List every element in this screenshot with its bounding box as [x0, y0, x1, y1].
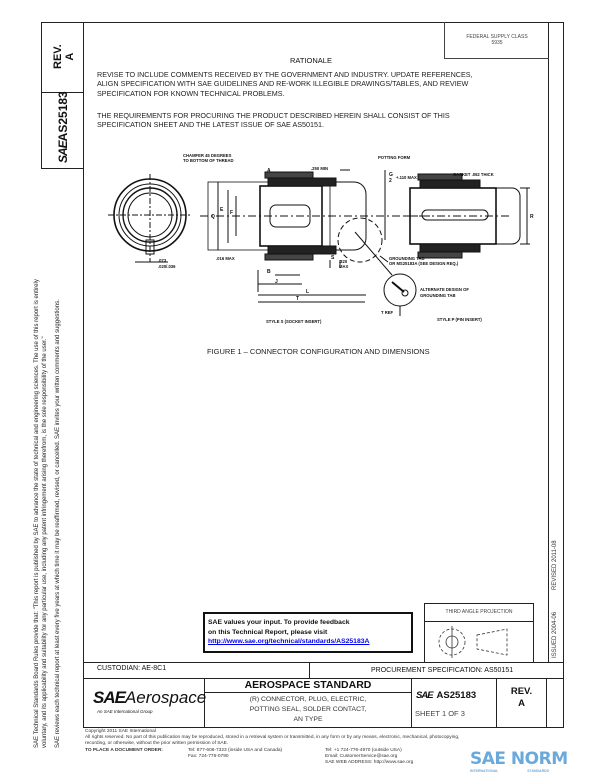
feedback-line-2: on this Technical Report, please visit — [208, 628, 328, 636]
sae-norm-watermark: SAE NORM INTERNATIONAL STANDARDS — [470, 750, 568, 773]
projection-label: THIRD ANGLE PROJECTION — [425, 604, 533, 622]
label-potting-form: POTTING FORM — [378, 155, 411, 160]
sae-aerospace-logo: SAEAerospace — [93, 688, 206, 708]
rights-line-1: All rights reserved. No part of this pub… — [85, 735, 460, 741]
feedback-line-1: SAE values your input. To provide feedba… — [208, 619, 350, 626]
email: Email: CustomerService@sae.org — [325, 753, 398, 759]
issued-date: ISSUED 2004-06 — [552, 611, 558, 658]
figure-caption: FIGURE 1 – CONNECTOR CONFIGURATION AND D… — [207, 347, 430, 356]
style-s-drawing — [200, 169, 430, 316]
custodian-row: CUSTODIAN: AE-8C1 PROCUREMENT SPECIFICAT… — [83, 662, 564, 679]
label-f: F — [230, 210, 233, 216]
text-line: REVISE TO INCLUDE COMMENTS RECEIVED BY T… — [97, 70, 473, 79]
rev-label: REV. — [510, 686, 533, 697]
text-line: THE REQUIREMENTS FOR PROCURING THE PRODU… — [97, 111, 450, 120]
rationale-para2: THE REQUIREMENTS FOR PROCURING THE PRODU… — [97, 111, 450, 130]
watermark-sub1: INTERNATIONAL — [470, 769, 499, 773]
notice-line-2: voluntary, and its applicability and sui… — [42, 336, 48, 748]
label-320-max: MAX — [339, 264, 349, 269]
label-style-p: STYLE P (PIN INSERT) — [437, 317, 482, 322]
fax: Fax: 724-776-0790 — [188, 753, 229, 759]
custodian-divider — [309, 663, 311, 679]
rev-cell: REV. A — [497, 678, 547, 728]
watermark-sub2: STANDARDS — [527, 769, 549, 773]
doc-number: AS25183 — [436, 690, 477, 701]
left-margin-notice: SAE Technical Standards Board Rules prov… — [33, 279, 62, 748]
fsc-box: FEDERAL SUPPLY CLASS 5935 — [444, 22, 549, 59]
label-s: S — [331, 255, 335, 261]
aerospace-standard-heading: AEROSPACE STANDARD — [205, 678, 411, 693]
feedback-link[interactable]: http://www.sae.org/technical/standards/A… — [208, 638, 370, 645]
label-j: J — [275, 279, 278, 285]
label-alt-2: GROUNDING TAB — [420, 293, 456, 298]
main-frame — [83, 22, 564, 728]
label-gasket: GASKET .062 THICK — [453, 172, 494, 177]
style-p-drawing — [405, 173, 530, 259]
title-line: POTTING SEAL, SOLDER CONTACT, — [249, 705, 367, 713]
label-alt-1: ALTERNATE DESIGN OF — [420, 287, 469, 292]
feedback-box: SAE values your input. To provide feedba… — [203, 612, 413, 653]
rationale-para1: REVISE TO INCLUDE COMMENTS RECEIVED BY T… — [97, 70, 473, 98]
notice-line-3: SAE reviews each technical report at lea… — [55, 299, 61, 748]
label-chamfer-2: TO BOTTOM OF THREAD — [183, 158, 234, 163]
label-b: B — [267, 269, 271, 275]
label-q: Q — [211, 214, 215, 220]
label-chamfer-1: CHAMFER 45 DEGREES — [183, 153, 232, 158]
label-g-max: +.110 MAX — [396, 175, 417, 180]
label-style-s: STYLE S (SOCKET INSERT) — [266, 319, 322, 324]
label-250-min: .250 MIN — [311, 166, 328, 171]
label-073: .073 — [158, 258, 167, 263]
label-t-ref: T REF — [381, 310, 394, 315]
title-line: (R) CONNECTOR, PLUG, ELECTRIC, — [249, 696, 367, 703]
logo-aerospace: Aerospace — [124, 688, 207, 707]
text-line: ALIGN SPECIFICATION WITH SAE GUIDELINES … — [97, 79, 469, 89]
web-address[interactable]: SAE WEB ADDRESS: http://www.sae.org — [325, 759, 414, 765]
label-t: T — [296, 296, 299, 302]
fsc-line2: 5935 — [491, 40, 503, 46]
label-grounding-1: GROUNDING TAB — [389, 256, 425, 261]
footer: Copyright 2011 SAE International All rig… — [85, 729, 555, 768]
label-016-max: .016 MAX — [216, 256, 235, 261]
label-grounding-2: OR MS25183A (SEE DESIGN REQ.) — [389, 261, 459, 266]
label-320: .320 — [339, 259, 348, 264]
watermark-text: SAE NORM — [470, 749, 568, 769]
title-block: SAEAerospace An SAE International Group … — [83, 678, 564, 728]
label-g-num: G — [389, 172, 393, 178]
sheet-number: SHEET 1 OF 3 — [415, 709, 465, 718]
projection-box: THIRD ANGLE PROJECTION — [424, 603, 534, 663]
logo-sae: SAE — [93, 688, 126, 707]
logo-cell: SAEAerospace An SAE International Group — [83, 678, 206, 728]
logo-subtitle: An SAE International Group — [97, 709, 153, 714]
notice-line-1: SAE Technical Standards Board Rules prov… — [34, 279, 40, 748]
title-line: AN TYPE — [293, 715, 323, 723]
rev-value: A — [518, 698, 525, 709]
fsc-line1: FEDERAL SUPPLY CLASS — [466, 34, 528, 40]
label-020-036: .020/.036 — [158, 264, 176, 269]
doc-sae-logo: SAE — [416, 690, 434, 701]
label-l: L — [306, 289, 309, 295]
rationale-heading: RATIONALE — [290, 56, 332, 65]
label-e: E — [220, 207, 224, 213]
rights-line-2: recording, or otherwise, without the pri… — [85, 741, 229, 747]
label-r: R — [530, 214, 534, 220]
copyright: Copyright 2011 SAE International — [85, 729, 156, 734]
title-cell: AEROSPACE STANDARD (R) CONNECTOR, PLUG, … — [205, 678, 412, 728]
projection-symbol-icon — [438, 626, 508, 658]
revised-date: REVISED 2011-08 — [552, 540, 558, 590]
tel-us: Tel: 877-606-7323 (inside USA and Canada… — [188, 747, 283, 753]
end-view-drawing — [108, 174, 192, 263]
text-line: SPECIFICATION SHEET AND THE LATEST ISSUE… — [97, 120, 325, 130]
label-a: A — [267, 168, 271, 174]
text-line: SPECIFICATION FOR KNOWN TECHNICAL PROBLE… — [97, 88, 285, 98]
procurement-spec: PROCUREMENT SPECIFICATION: AS50151 — [371, 667, 514, 674]
label-g-den: 2 — [389, 178, 392, 184]
right-strip-divider — [548, 22, 550, 662]
tel-intl: Tel: +1 724-776-4970 (outside USA) — [325, 747, 402, 753]
order-label: TO PLACE A DOCUMENT ORDER: — [85, 747, 163, 753]
custodian: CUSTODIAN: AE-8C1 — [97, 665, 167, 672]
